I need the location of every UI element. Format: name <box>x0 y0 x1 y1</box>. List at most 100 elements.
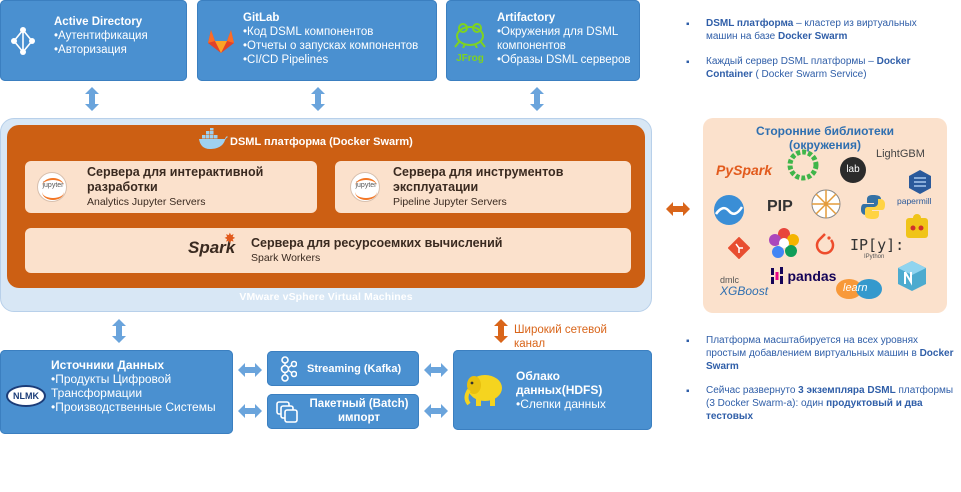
python-icon <box>861 195 885 219</box>
note-top-2: Каждый сервер DSML платформы – Docker Co… <box>706 55 951 81</box>
spark-logo-text: Spark <box>188 238 236 257</box>
hdfs-cloud-box: Облако данных(HDFS) •Слепки данных <box>453 350 652 430</box>
sklearn-icon <box>836 279 882 299</box>
network-label-1: Широкий сетевой <box>514 324 607 336</box>
interactive-servers-box: jupyter Сервера для интерактивной разраб… <box>25 161 317 213</box>
ipython-text: IP[y]: <box>850 236 905 254</box>
libraries-title-2: (окружения) <box>789 138 861 152</box>
gitlab-platform-arrow <box>311 87 325 111</box>
note-bottom-1-bold: Docker Swarm <box>706 348 954 372</box>
platform-title: DSML платформа (Docker Swarm) <box>230 136 413 148</box>
sources-streaming-arrow <box>238 363 262 377</box>
batch-cloud-arrow <box>424 404 448 418</box>
ipython-logo: IP[y]: IPython <box>850 236 904 260</box>
note-bullet-2: ▪ <box>686 57 690 68</box>
note-bullet-1: ▪ <box>686 19 690 30</box>
xgboost-logo: dmlc XGBoost <box>720 276 768 298</box>
batch-box: Пакетный (Batch) импорт <box>267 394 419 429</box>
jupyterlab-label: lab <box>846 164 860 175</box>
vmware-label: VMware vSphere Virtual Machines <box>239 291 413 303</box>
jupyter-logo: jupyter <box>37 172 67 202</box>
note-bottom-1: Платформа масштабируется на всех уровнях… <box>706 334 954 373</box>
artifactory-line-3: •Образы DSML серверов <box>497 54 631 66</box>
platform-libs-arrow <box>666 202 690 216</box>
interactive-title-2: разработки <box>87 180 158 194</box>
artifactory-platform-arrow <box>530 87 544 111</box>
pipeline-servers-box: jupyter Сервера для инструментов эксплуа… <box>335 161 631 213</box>
pipeline-title-2: эксплуатации <box>393 180 479 194</box>
hadoop-elephant-icon <box>464 375 502 406</box>
jfrog-logo: JFrog <box>453 22 487 64</box>
network-channel-arrow <box>494 319 508 343</box>
streaming-title: Streaming (Kafka) <box>307 363 402 375</box>
data-sources-box: NLMK Источники Данных •Продукты Цифровой… <box>0 350 233 434</box>
sources-line-3: •Производственные Системы <box>51 400 216 414</box>
pipeline-subtitle: Pipeline Jupyter Servers <box>393 196 507 208</box>
note-top-1: DSML платформа – кластер из виртуальных … <box>706 17 951 43</box>
pyspark-logo: PySpark <box>716 162 773 178</box>
note-top-1-rest: – кластер из виртуальных машин на базе <box>706 18 917 42</box>
docker-icon <box>199 128 228 149</box>
gitlab-icon <box>208 30 234 53</box>
lightgbm-logo: LightGBM <box>876 148 925 160</box>
interactive-title-1: Сервера для интерактивной <box>87 165 264 179</box>
note-top-1-bold-end: Docker Swarm <box>777 31 848 42</box>
kafka-icon <box>280 356 297 382</box>
spark-star-icon: ✸ <box>224 230 236 246</box>
network-channel-label: Широкий сетевой канал <box>514 323 607 351</box>
sources-batch-arrow <box>238 404 262 418</box>
ipython-sub: IPython <box>864 254 885 260</box>
pandas-text: pandas <box>787 268 837 284</box>
ad-line-1: •Аутентификация <box>54 30 148 42</box>
jupyter-logo-text: jupyter <box>42 182 64 189</box>
gitlab-title: GitLab <box>243 12 280 24</box>
sources-line-2: Трансформации <box>51 386 143 400</box>
compute-subtitle: Spark Workers <box>251 252 321 264</box>
note-bottom-1-text: Платформа масштабируется на всех уровнях… <box>706 335 920 359</box>
gitlab-line-2: •Отчеты о запусках компонентов <box>243 40 419 52</box>
note-bullet-4: ▪ <box>686 386 690 397</box>
sklearn-text: learn <box>843 282 868 294</box>
pandas-icon <box>771 267 783 284</box>
sources-title: Источники Данных <box>51 358 164 372</box>
nlmk-logo-text: NLMK <box>13 391 39 401</box>
streaming-cloud-arrow <box>424 363 448 377</box>
active-directory-icon <box>11 27 35 55</box>
nlmk-logo: NLMK <box>6 385 46 407</box>
compute-title: Сервера для ресурсоемких вычислений <box>251 236 503 250</box>
sources-platform-arrow <box>112 319 126 343</box>
note-bottom-2-text: Сейчас развернуто <box>706 385 799 396</box>
note-bullet-3: ▪ <box>686 336 690 347</box>
pytorch-icon <box>815 233 835 255</box>
dmlc-text: dmlc <box>720 275 740 285</box>
cloud-line: •Слепки данных <box>516 397 606 411</box>
libraries-title-1: Сторонние библиотеки <box>755 124 895 138</box>
numpy-icon <box>898 261 926 291</box>
batch-title-2: импорт <box>337 412 381 424</box>
note-top-2-bold-end: Docker Container <box>706 56 911 80</box>
pipeline-title-1: Сервера для инструментов <box>393 165 564 179</box>
artifactory-box: JFrog Artifactory •Окружения для DSML ко… <box>446 0 640 81</box>
artifactory-line-2: компонентов <box>497 40 566 52</box>
plotly-flower-icon <box>769 228 799 258</box>
spark-logo: Spark ✸ <box>188 230 236 258</box>
cloud-title-2: данных(HDFS) <box>516 383 603 397</box>
batch-files-icon <box>276 401 298 423</box>
jupyter-logo: jupyter <box>350 172 380 202</box>
note-bottom-2-text2: платформы (3 Docker Swarm-а): один <box>706 385 954 409</box>
libraries-title: Сторонние библиотеки (окружения) <box>703 124 947 152</box>
mlflow-wheel-icon <box>811 189 841 219</box>
active-directory-title: Active Directory <box>54 16 143 28</box>
interactive-subtitle: Analytics Jupyter Servers <box>87 196 206 208</box>
batch-title-1: Пакетный (Batch) <box>309 398 409 410</box>
note-bottom-2-bold-end: продуктовый и два тестовых <box>706 398 923 422</box>
cloud-title-1: Облако <box>516 369 560 383</box>
git-icon <box>728 237 750 259</box>
active-directory-box: Active Directory •Аутентификация •Автори… <box>0 0 187 81</box>
note-bottom-2-bold-mid: 3 экземпляра DSML <box>798 385 896 396</box>
note-top-1-bold: DSML платформа <box>706 18 794 29</box>
gitlab-box: GitLab •Код DSML компонентов •Отчеты о з… <box>197 0 437 81</box>
jfrog-logo-text: JFrog <box>456 53 484 64</box>
jupyter-logo-text: jupyter <box>355 182 377 189</box>
frog-icon <box>454 23 486 49</box>
